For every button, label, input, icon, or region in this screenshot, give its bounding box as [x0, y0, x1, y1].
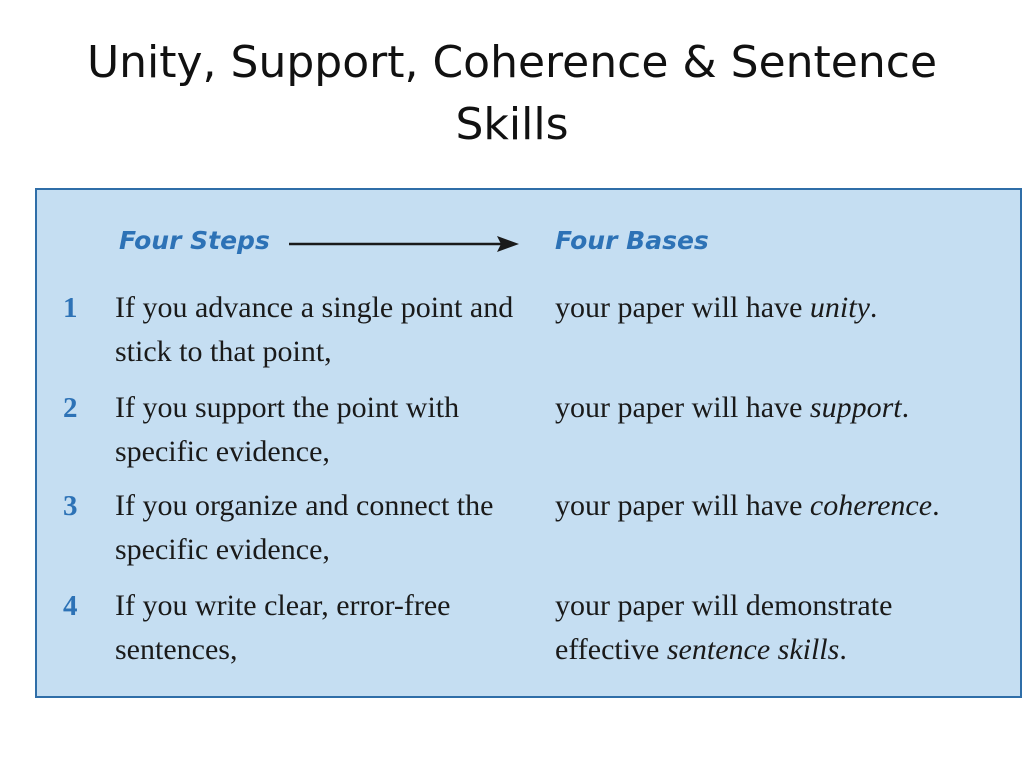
table-row: 3 If you organize and connect the specif…: [37, 484, 1020, 580]
base-emphasis: coherence: [809, 489, 933, 522]
row-number: 4: [63, 590, 78, 622]
base-emphasis: sentence skills: [666, 633, 840, 666]
four-steps-heading: Four Steps: [119, 226, 270, 255]
table-row: 2 If you support the point with specific…: [37, 386, 1020, 482]
base-suffix: .: [839, 633, 847, 666]
base-text: your paper will have support.: [555, 386, 995, 430]
base-suffix: .: [869, 291, 878, 324]
base-prefix: your paper will have: [555, 489, 810, 522]
four-bases-heading: Four Bases: [555, 226, 709, 255]
step-text: If you organize and connect the specific…: [115, 489, 494, 566]
base-prefix: your paper will demonstrate effective: [555, 589, 893, 666]
right-arrow-icon: [289, 236, 519, 252]
row-number: 2: [63, 392, 78, 424]
base-prefix: your paper will have: [555, 291, 810, 324]
base-prefix: your paper will have: [555, 391, 810, 424]
base-text: your paper will have coherence.: [555, 484, 995, 528]
base-text: your paper will have unity.: [555, 286, 995, 330]
base-emphasis: unity: [809, 291, 870, 324]
step-text: If you write clear, error-free sentences…: [115, 589, 451, 666]
base-emphasis: support: [809, 391, 902, 424]
step-text: If you support the point with specific e…: [115, 391, 460, 468]
base-suffix: .: [932, 489, 940, 522]
table-row: 4 If you write clear, error-free sentenc…: [37, 584, 1020, 680]
row-number: 1: [63, 292, 78, 324]
slide-title: Unity, Support, Coherence & Sentence Ski…: [86, 37, 938, 150]
base-suffix: .: [901, 391, 910, 424]
table-row: 1 If you advance a single point and stic…: [37, 286, 1020, 382]
row-number: 3: [63, 490, 78, 522]
base-text: your paper will demonstrate effective se…: [555, 584, 995, 672]
steps-bases-panel: Four Steps Four Bases 1 If you advance a…: [35, 188, 1022, 698]
step-text: If you advance a single point and stick …: [115, 291, 514, 368]
